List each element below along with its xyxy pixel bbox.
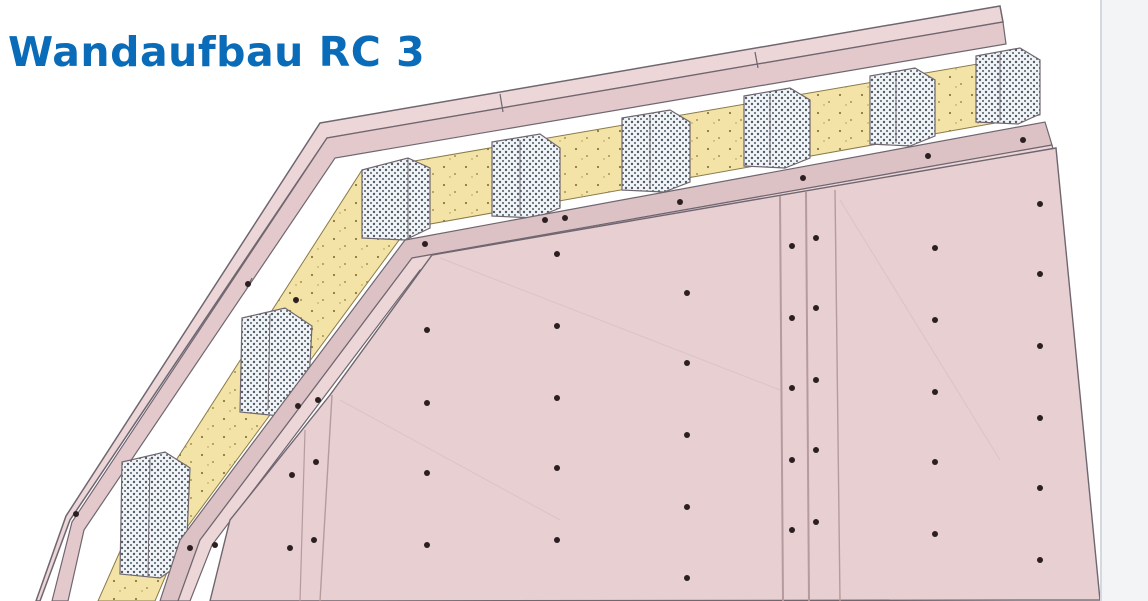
stud-profile — [361, 157, 431, 241]
stud-profile — [491, 133, 561, 219]
stud-profile — [743, 87, 811, 169]
outer-board-layers — [35, 5, 1007, 601]
page-title: Wandaufbau RC 3 — [8, 28, 426, 76]
stud-profile — [975, 47, 1041, 125]
side-panel — [1100, 0, 1148, 601]
stud-profile — [869, 67, 936, 147]
front-board-face — [209, 147, 1101, 601]
stud-profile — [621, 109, 691, 193]
screw-pattern — [73, 137, 1043, 581]
